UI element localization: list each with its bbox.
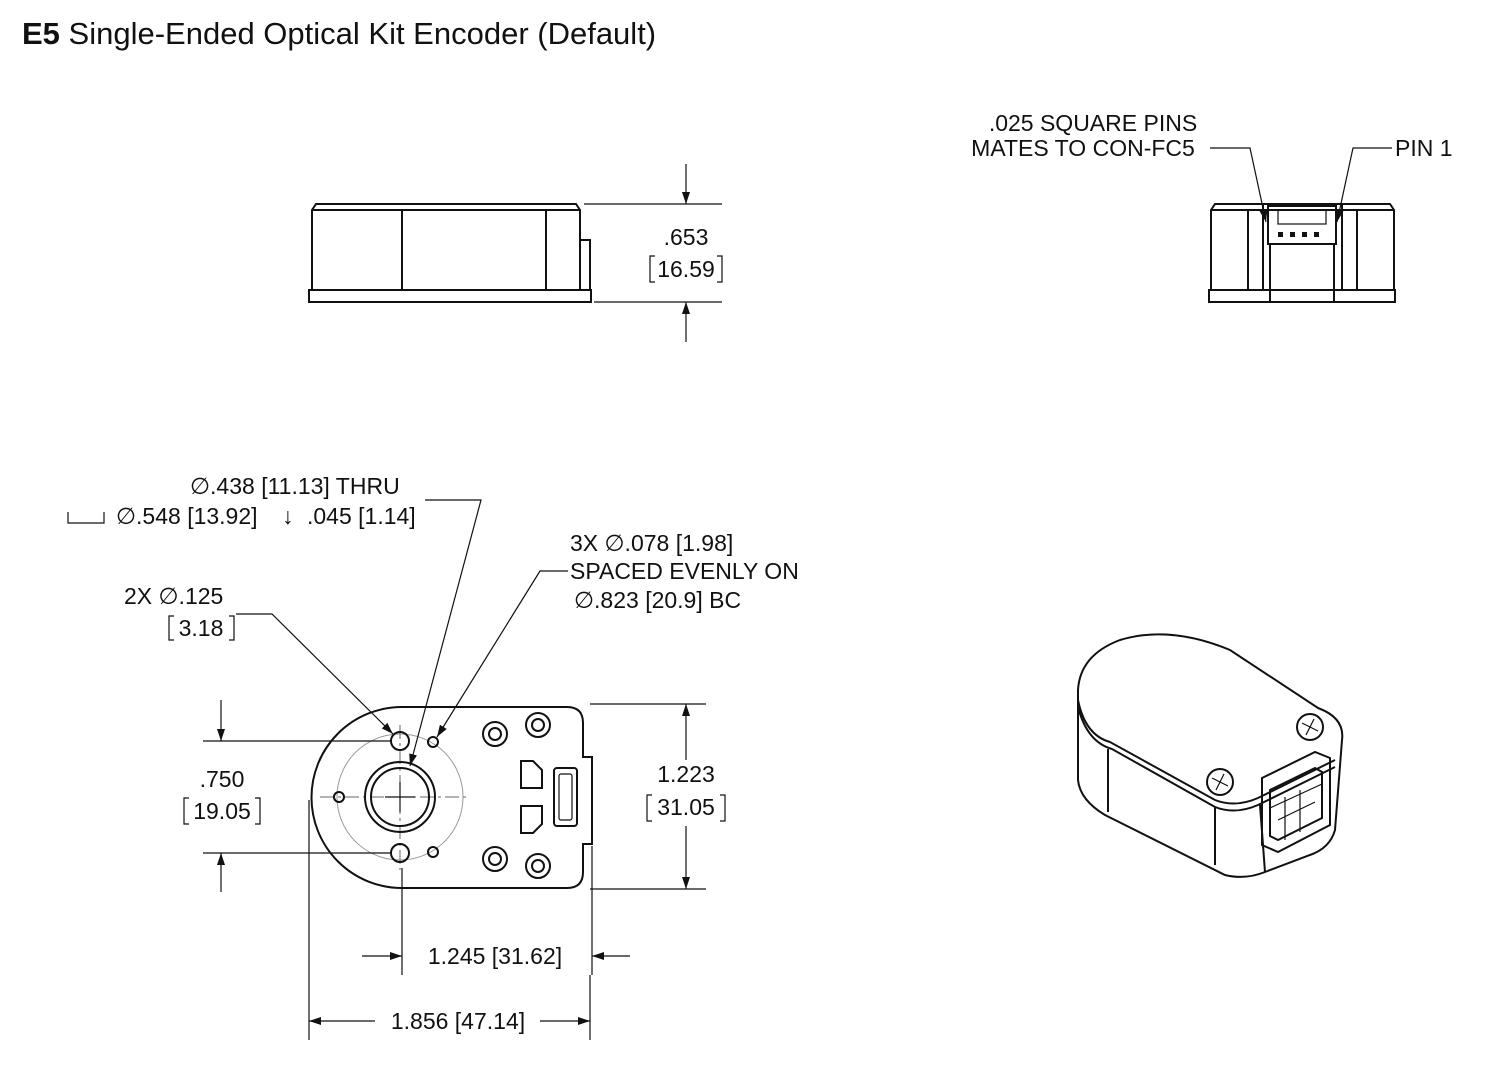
mates-label: MATES TO CON-FC5 — [971, 135, 1195, 161]
bc-hole-2 — [333, 791, 345, 803]
mount-holes-inch: 2X ∅.125 — [124, 583, 223, 609]
bore-thru-label: ∅.438 [11.13] THRU — [190, 473, 400, 499]
offset-dimension: 1.245 [31.62] — [362, 846, 630, 975]
bc-hole-3 — [427, 846, 439, 858]
bc-holes-line1: 3X ∅.078 [1.98] — [570, 530, 733, 556]
bc-hole-1 — [427, 736, 439, 748]
page-title: E5 Single-Ended Optical Kit Encoder (Def… — [22, 16, 657, 51]
pin1-label: PIN 1 — [1395, 135, 1453, 161]
cbore-depth-label: .045 [1.14] — [307, 503, 416, 529]
width-dimension: 1.856 [47.14] — [308, 800, 591, 1040]
height-inch: 1.223 — [657, 761, 715, 787]
side-view — [308, 203, 592, 303]
end-view-callouts: .025 SQUARE PINS MATES TO CON-FC5 PIN 1 — [971, 110, 1453, 223]
bore-inner — [370, 767, 430, 827]
counterbore-icon — [67, 512, 105, 524]
bc-holes-callout: 3X ∅.078 [1.98] SPACED EVENLY ON ∅.823 [… — [436, 530, 799, 738]
bore-callout: ∅.438 [11.13] THRU ∅.548 [13.92] ↓ .045 … — [67, 473, 482, 767]
side-height-inch: .653 — [664, 224, 709, 250]
mount-hole-bottom — [390, 843, 410, 863]
top-view — [310, 706, 593, 889]
hole-spacing-inch: .750 — [200, 766, 245, 792]
bc-holes-line3: ∅.823 [20.9] BC — [574, 587, 741, 613]
pins-label: .025 SQUARE PINS — [989, 110, 1197, 136]
hole-spacing-mm: 19.05 — [193, 798, 251, 824]
cbore-dia-label: ∅.548 [13.92] — [116, 503, 258, 529]
encoder-isometric-icon — [1077, 633, 1344, 878]
connector-pins — [1278, 232, 1319, 237]
side-height-mm: 16.59 — [657, 256, 715, 282]
mount-holes-callout: 2X ∅.125 3.18 — [124, 583, 394, 735]
screw-bosses — [482, 712, 551, 879]
end-view — [1208, 203, 1396, 303]
hole-spacing-dimension: .750 19.05 — [183, 700, 390, 892]
mount-hole-top — [390, 731, 410, 751]
offset-label: 1.245 [31.62] — [428, 943, 562, 969]
mount-holes-mm: 3.18 — [179, 615, 224, 641]
bc-holes-line2: SPACED EVENLY ON — [570, 558, 799, 584]
depth-icon: ↓ — [282, 503, 294, 529]
side-height-dimension: .653 16.59 — [584, 164, 723, 342]
height-dimension: 1.223 31.05 — [590, 703, 726, 890]
height-mm: 31.05 — [657, 794, 715, 820]
width-label: 1.856 [47.14] — [391, 1008, 525, 1034]
bore-outer — [364, 761, 436, 833]
